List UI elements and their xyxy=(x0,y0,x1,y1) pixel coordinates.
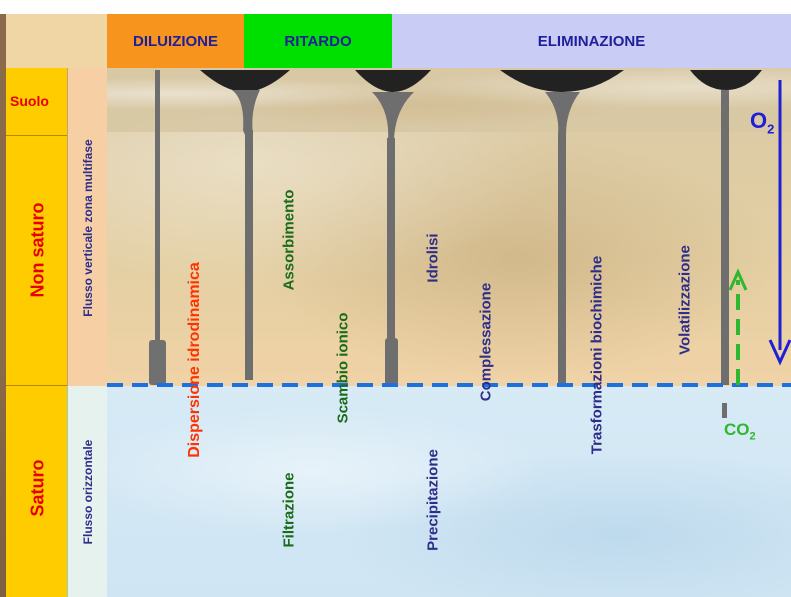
process-trasformazioni: Trasformazioni biochimiche xyxy=(589,256,606,454)
process-volatilizzazione: Volatilizzazione xyxy=(677,245,694,355)
process-scambio: Scambio ionico xyxy=(335,313,352,424)
funnel-cap-4 xyxy=(690,70,762,90)
co2-main: CO xyxy=(724,420,750,439)
co2-label: CO2 xyxy=(724,420,756,442)
funnel-neck-3 xyxy=(545,92,580,135)
well-stub-5 xyxy=(722,403,727,418)
process-complessazione: Complessazione xyxy=(478,283,495,401)
well-base-1 xyxy=(149,340,166,385)
o2-sub: 2 xyxy=(767,121,774,136)
funnel-caps xyxy=(200,70,762,92)
well-rod-5 xyxy=(721,90,729,385)
well-rod-2 xyxy=(245,130,253,380)
well-rod-3 xyxy=(387,138,395,338)
o2-main: O xyxy=(750,108,767,133)
process-filtrazione: Filtrazione xyxy=(281,472,298,547)
funnel-cap-2 xyxy=(355,70,431,92)
funnel-cap-1 xyxy=(200,70,290,92)
well-rod-1 xyxy=(155,70,160,345)
process-assorbimento: Assorbimento xyxy=(281,190,298,291)
process-precipitazione: Precipitazione xyxy=(425,449,442,551)
process-dispersione: Dispersione idrodinamica xyxy=(186,262,204,458)
funnel-neck-2 xyxy=(372,92,414,140)
process-idrolisi: Idrolisi xyxy=(425,233,442,282)
co2-sub: 2 xyxy=(750,430,756,442)
funnel-cap-3 xyxy=(500,70,624,92)
well-base-3 xyxy=(385,338,398,385)
o2-label: O2 xyxy=(750,108,774,136)
funnel-neck-1 xyxy=(232,90,260,135)
well-rod-4 xyxy=(558,133,566,385)
